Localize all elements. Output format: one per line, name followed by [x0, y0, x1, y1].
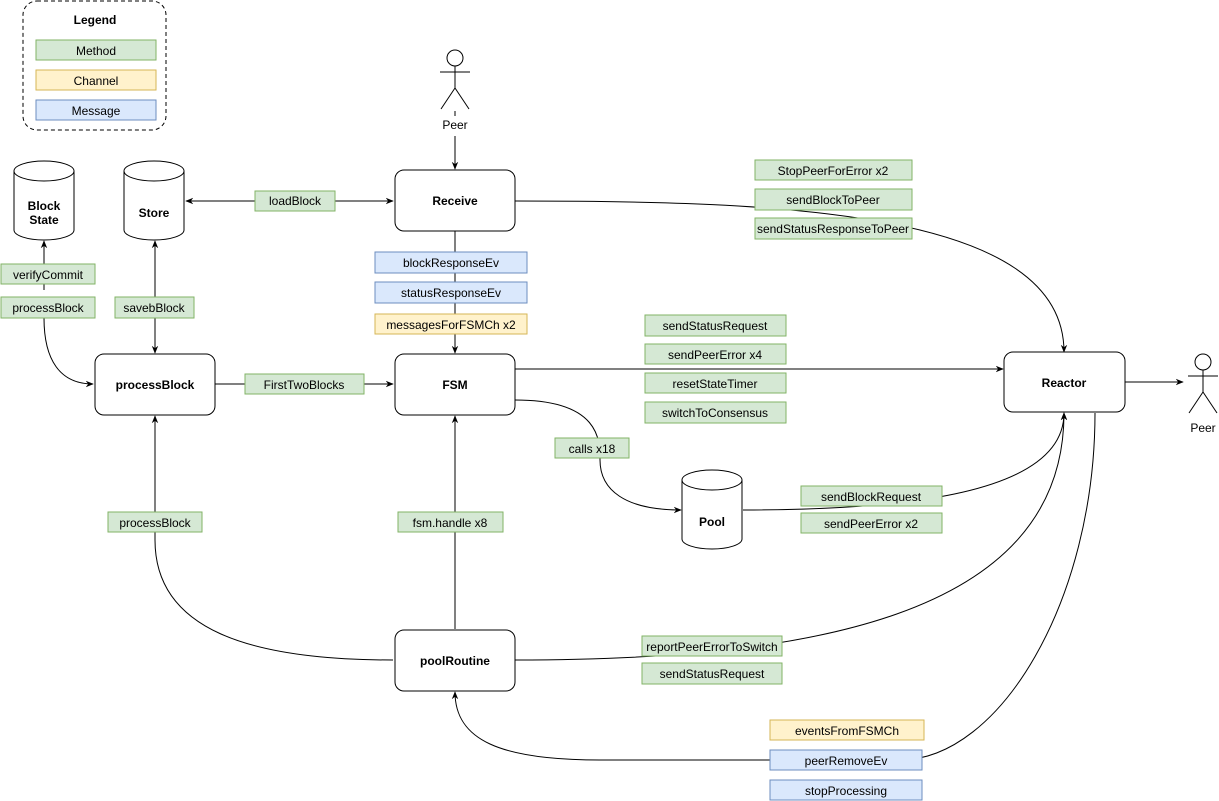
tag-events-from-fsmch: eventsFromFSMCh: [769, 719, 925, 741]
tag-process-block-left: processBlock: [0, 296, 96, 319]
node-store-label: Store: [139, 206, 170, 220]
svg-text:resetStateTimer: resetStateTimer: [673, 377, 758, 391]
tag-send-status-response-to-peer: sendStatusResponseToPeer: [754, 217, 913, 240]
svg-text:calls x18: calls x18: [569, 442, 616, 456]
legend-title: Legend: [74, 13, 117, 27]
tag-process-block-bottom: processBlock: [107, 511, 203, 533]
legend-message-swatch: [35, 99, 157, 121]
svg-text:FirstTwoBlocks: FirstTwoBlocks: [264, 378, 345, 392]
node-receive-label: Receive: [432, 194, 478, 208]
tag-reset-state-timer: resetStateTimer: [644, 372, 787, 394]
svg-text:sendPeerError x4: sendPeerError x4: [668, 348, 762, 362]
svg-text:savebBlock: savebBlock: [123, 301, 185, 315]
tag-fsm-handle: fsm.handle x8: [397, 511, 504, 533]
node-pool-routine-label: poolRoutine: [420, 654, 490, 668]
legend-channel-label: Channel: [74, 74, 119, 88]
svg-text:messagesForFSMCh x2: messagesForFSMCh x2: [386, 318, 516, 332]
legend-channel-swatch: [35, 69, 157, 91]
edge-fsm-to-pool: [514, 399, 682, 514]
tag-switch-to-consensus: switchToConsensus: [644, 401, 787, 424]
actor-head-icon: [1194, 353, 1212, 371]
svg-text:verifyCommit: verifyCommit: [13, 268, 84, 282]
node-pool-label: Pool: [699, 515, 725, 529]
tag-peer-remove-ev: peerRemoveEv: [769, 749, 923, 771]
legend-message-label: Message: [72, 104, 121, 118]
actor-peer-top: [440, 49, 470, 116]
tag-send-status-request-bottom: sendStatusRequest: [641, 662, 783, 685]
tag-load-block: loadBlock: [254, 190, 336, 212]
node-pool-routine: poolRoutine: [394, 629, 516, 692]
svg-text:sendStatusRequest: sendStatusRequest: [660, 667, 765, 681]
tag-stop-peer-for-error: StopPeerForError x2: [754, 159, 913, 181]
node-store: Store: [123, 160, 185, 241]
node-block-state-line1: Block: [28, 199, 61, 213]
svg-text:peerRemoveEv: peerRemoveEv: [805, 754, 888, 768]
legend: Legend Method Channel Message: [22, 0, 167, 131]
svg-text:loadBlock: loadBlock: [269, 194, 322, 208]
tag-send-block-to-peer: sendBlockToPeer: [754, 188, 913, 211]
svg-text:processBlock: processBlock: [12, 301, 84, 315]
svg-text:StopPeerForError x2: StopPeerForError x2: [778, 164, 889, 178]
svg-text:eventsFromFSMCh: eventsFromFSMCh: [795, 724, 899, 738]
svg-text:reportPeerErrorToSwitch: reportPeerErrorToSwitch: [646, 640, 777, 654]
node-process-block: processBlock: [94, 353, 216, 416]
tag-status-response-ev: statusResponseEv: [374, 281, 528, 304]
node-block-state: Block State: [13, 160, 75, 241]
node-reactor: Reactor: [1003, 351, 1126, 413]
node-pool: Pool: [681, 469, 743, 550]
svg-text:stopProcessing: stopProcessing: [805, 784, 887, 798]
edge-poolroutine-to-reactor: [514, 412, 1068, 661]
actor-head-icon: [446, 49, 464, 67]
tag-send-peer-error-x4: sendPeerError x4: [644, 343, 787, 365]
node-block-state-line2: State: [29, 213, 59, 227]
node-receive: Receive: [394, 169, 516, 232]
svg-text:switchToConsensus: switchToConsensus: [662, 406, 768, 420]
tag-block-response-ev: blockResponseEv: [374, 251, 528, 274]
legend-method-swatch: [35, 39, 157, 61]
node-reactor-label: Reactor: [1042, 376, 1087, 390]
node-process-block-label: processBlock: [116, 378, 195, 392]
tag-calls-x18: calls x18: [554, 437, 630, 459]
tag-first-two-blocks: FirstTwoBlocks: [244, 373, 365, 395]
actor-peer-right-label: Peer: [1190, 421, 1215, 435]
tag-send-peer-error-x2: sendPeerError x2: [800, 512, 943, 534]
node-fsm: FSM: [394, 353, 516, 416]
tag-send-block-request: sendBlockRequest: [800, 485, 943, 507]
tag-saveb-block: savebBlock: [114, 296, 195, 319]
tag-send-status-request: sendStatusRequest: [644, 314, 787, 337]
tag-report-peer-error-to-switch: reportPeerErrorToSwitch: [641, 635, 783, 657]
svg-text:sendPeerError x2: sendPeerError x2: [824, 517, 918, 531]
edge-pool-to-reactor: [742, 412, 1068, 511]
edge-processblock-loop: [43, 317, 94, 388]
actor-peer-right: [1188, 353, 1218, 414]
svg-text:sendStatusResponseToPeer: sendStatusResponseToPeer: [757, 222, 909, 236]
svg-text:processBlock: processBlock: [119, 516, 191, 530]
tag-messages-for-fsmch: messagesForFSMCh x2: [374, 313, 528, 335]
actor-peer-top-label: Peer: [442, 118, 467, 132]
svg-text:fsm.handle x8: fsm.handle x8: [413, 516, 488, 530]
tag-stop-processing: stopProcessing: [769, 779, 923, 801]
svg-text:sendBlockRequest: sendBlockRequest: [821, 490, 922, 504]
svg-text:sendStatusRequest: sendStatusRequest: [663, 319, 768, 333]
legend-method-label: Method: [76, 44, 116, 58]
node-fsm-label: FSM: [442, 378, 467, 392]
svg-text:sendBlockToPeer: sendBlockToPeer: [786, 193, 879, 207]
legend-frame: [22, 0, 167, 131]
svg-text:statusResponseEv: statusResponseEv: [401, 286, 501, 300]
edge-reactor-to-poolroutine: [451, 412, 1096, 761]
svg-text:blockResponseEv: blockResponseEv: [403, 256, 499, 270]
tag-verify-commit: verifyCommit: [0, 263, 96, 285]
edge-poolroutine-to-processblock: [151, 415, 394, 661]
